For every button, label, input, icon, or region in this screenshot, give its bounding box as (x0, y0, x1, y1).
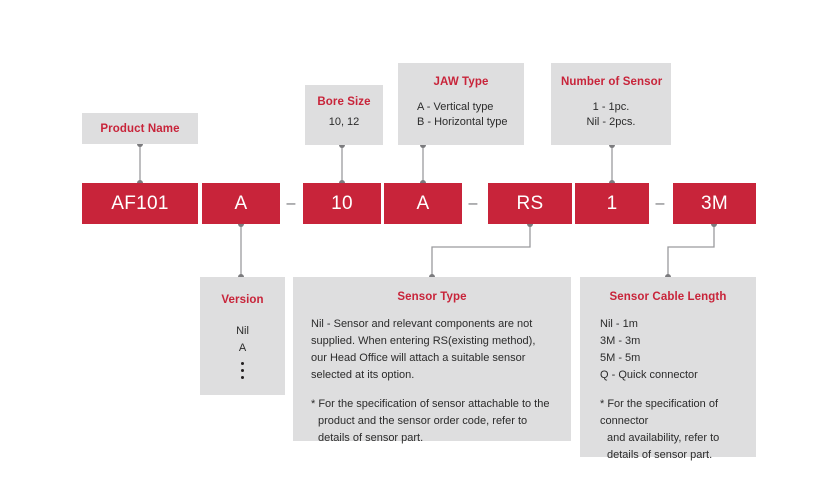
callout-version: Version Nil A (200, 277, 285, 395)
code-separator: – (286, 194, 296, 212)
callout-line: Q - Quick connector (600, 369, 698, 381)
code-box-number-of-sensor: 1 (575, 183, 649, 224)
callout-line: A - Vertical type (417, 101, 494, 113)
callout-line: Nil - 2pcs. (586, 116, 636, 128)
callout-sensor-type-body: Nil - Sensor and relevant components are… (303, 316, 561, 447)
callout-line: Nil (236, 325, 249, 337)
callout-line: A (238, 342, 247, 354)
code-separator: – (655, 194, 665, 212)
callout-sensor-type-title: Sensor Type (397, 291, 467, 303)
callout-sensor-cable-length: Sensor Cable Length Nil - 1m 3M - 3m 5M … (580, 277, 756, 461)
code-box-sensor-cable-length: 3M (673, 183, 756, 224)
callout-jaw-type: JAW Type A - Vertical type B - Horizonta… (398, 63, 524, 145)
connector-sensor-cable-length (667, 224, 715, 277)
callout-bore-size-title: Bore Size (317, 96, 371, 108)
code-box-sensor-type: RS (488, 183, 572, 224)
callout-note: * For the specification of connector and… (600, 396, 736, 464)
callout-note: * For the specification of sensor attach… (311, 396, 553, 447)
callout-bore-size: Bore Size 10, 12 (305, 85, 383, 145)
callout-note-first: * For the specification of connector (600, 398, 719, 427)
callout-version-title: Version (221, 294, 264, 306)
callout-sensor-cable-length-body: Nil - 1m 3M - 3m 5M - 5m Q - Quick conne… (590, 316, 746, 464)
callout-line: 3M - 3m (600, 335, 641, 347)
callout-version-body: Nil A (210, 323, 275, 379)
connector-sensor-type (431, 224, 531, 277)
callout-paragraph: Nil - Sensor and relevant components are… (311, 318, 536, 381)
callout-note-first: * For the specification of sensor attach… (311, 398, 550, 410)
callout-note-continued: and availability, refer to details of se… (607, 432, 720, 461)
code-box-bore-size: 10 (303, 183, 381, 224)
callout-note-continued: product and the sensor order code, refer… (318, 415, 528, 444)
callout-line: 10, 12 (328, 116, 360, 128)
callout-product-name: Product Name (82, 113, 198, 144)
callout-number-of-sensor-title: Number of Sensor (561, 76, 663, 88)
callout-sensor-type: Sensor Type Nil - Sensor and relevant co… (293, 277, 571, 444)
callout-line: B - Horizontal type (417, 116, 508, 128)
code-separator: – (468, 194, 478, 212)
callout-sensor-cable-length-title: Sensor Cable Length (609, 291, 727, 303)
callout-jaw-type-body: A - Vertical type B - Horizontal type (408, 100, 514, 130)
ellipsis-dot (241, 376, 244, 379)
callout-number-of-sensor: Number of Sensor 1 - 1pc. Nil - 2pcs. (551, 63, 671, 145)
code-box-product-name: AF101 (82, 183, 198, 224)
callout-jaw-type-title: JAW Type (433, 76, 489, 88)
callout-line: Nil - 1m (600, 318, 638, 330)
callout-bore-size-body: 10, 12 (315, 115, 373, 130)
callout-number-of-sensor-body: 1 - 1pc. Nil - 2pcs. (561, 100, 661, 130)
ellipsis-dot (241, 369, 244, 372)
callout-product-name-title: Product Name (100, 122, 180, 135)
ellipsis-dot (241, 362, 244, 365)
callout-line: 5M - 5m (600, 352, 641, 364)
code-box-version: A (202, 183, 280, 224)
vertical-ellipsis-icon (210, 362, 275, 379)
code-box-jaw-type: A (384, 183, 462, 224)
callout-line: 1 - 1pc. (592, 101, 630, 113)
